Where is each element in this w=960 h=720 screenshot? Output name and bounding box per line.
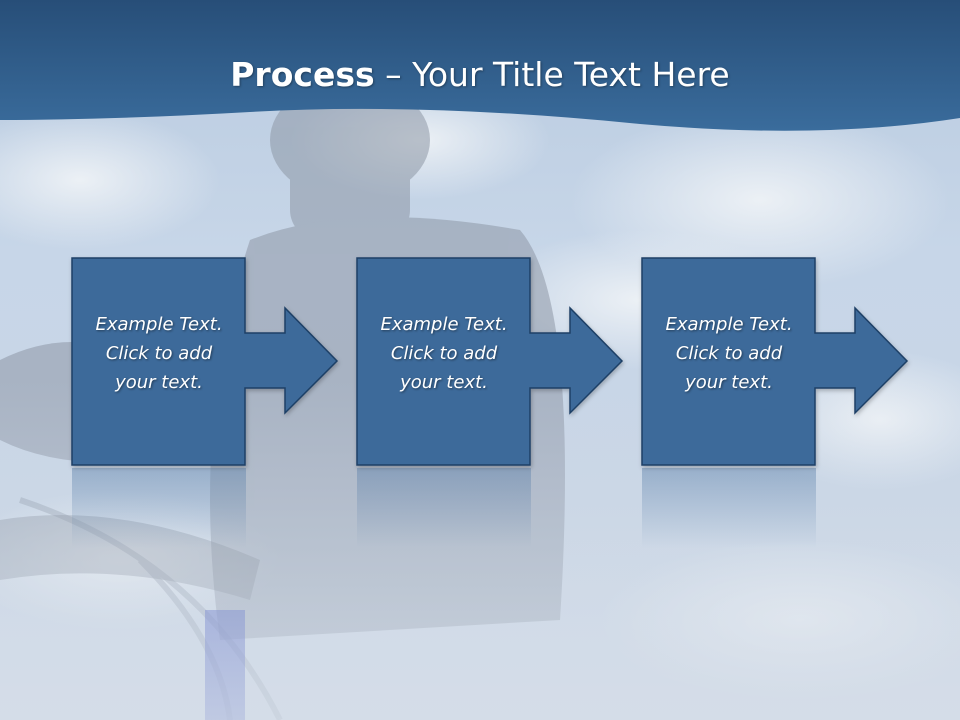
slide-title[interactable]: Process – Your Title Text Here: [0, 54, 960, 96]
step-2-text[interactable]: Example Text. Click to add your text.: [380, 314, 508, 393]
title-rest: – Your Title Text Here: [374, 55, 730, 94]
step-3-text[interactable]: Example Text. Click to add your text.: [665, 314, 793, 393]
header-band: [0, 0, 960, 131]
reflection-3: [642, 468, 816, 548]
reflection-2: [357, 468, 531, 548]
step-1-arrow-shape[interactable]: [71, 257, 339, 466]
step-1-text[interactable]: Example Text. Click to add your text.: [95, 314, 223, 393]
title-bold: Process: [230, 55, 375, 94]
reflection-1: [72, 468, 246, 548]
step-2-arrow-shape[interactable]: [356, 257, 624, 466]
step-3-arrow-shape[interactable]: [641, 257, 909, 466]
